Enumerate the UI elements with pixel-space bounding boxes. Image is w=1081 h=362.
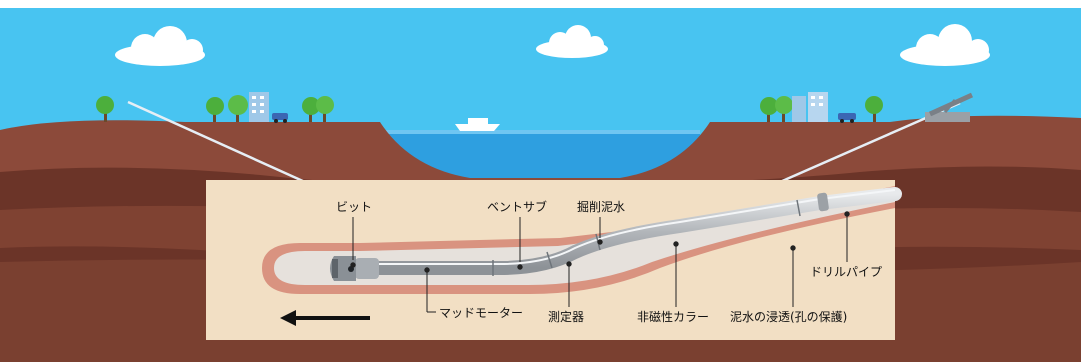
drilling-rig-icon [925,92,974,122]
leader-lines [350,211,850,313]
label-measuring-device: 測定器 [548,310,585,324]
entry-pipe-line [127,100,306,184]
cloud-icon [536,25,608,58]
label-non-magnetic-collar: 非磁性カラー [637,310,710,324]
water-surface [385,130,700,134]
direction-arrow [280,310,370,326]
label-mud-infiltration: 泥水の浸透(孔の保護) [730,310,848,324]
trees-icon [206,95,248,122]
cloud-icon [115,26,205,66]
drill-bit-icon [330,256,356,281]
label-bent-sub: ベントサブ [487,200,548,214]
label-bit: ビット [336,200,373,214]
pipe-joint [546,251,553,269]
trees-icon [760,96,793,122]
mud-motor-housing [355,258,379,279]
label-mud-motor: マッドモーター [439,306,524,320]
pipe-coupling [817,192,829,212]
ship-icon [455,118,500,131]
building-icon [249,92,269,122]
car-icon [838,113,856,123]
building-icon [792,92,828,122]
tree-icon [96,96,114,122]
label-drill-pipe: ドリルパイプ [810,265,883,279]
pipe-joint [796,199,801,217]
water [385,130,700,185]
top-strip [0,0,1081,8]
label-drilling-mud: 掘削泥水 [577,200,626,214]
trees-icon [302,96,334,122]
pipe-highlight [370,189,896,265]
drill-pipe-string [363,187,902,275]
car-icon [272,113,288,123]
tree-icon [865,96,883,122]
cloud-icon [900,24,990,66]
